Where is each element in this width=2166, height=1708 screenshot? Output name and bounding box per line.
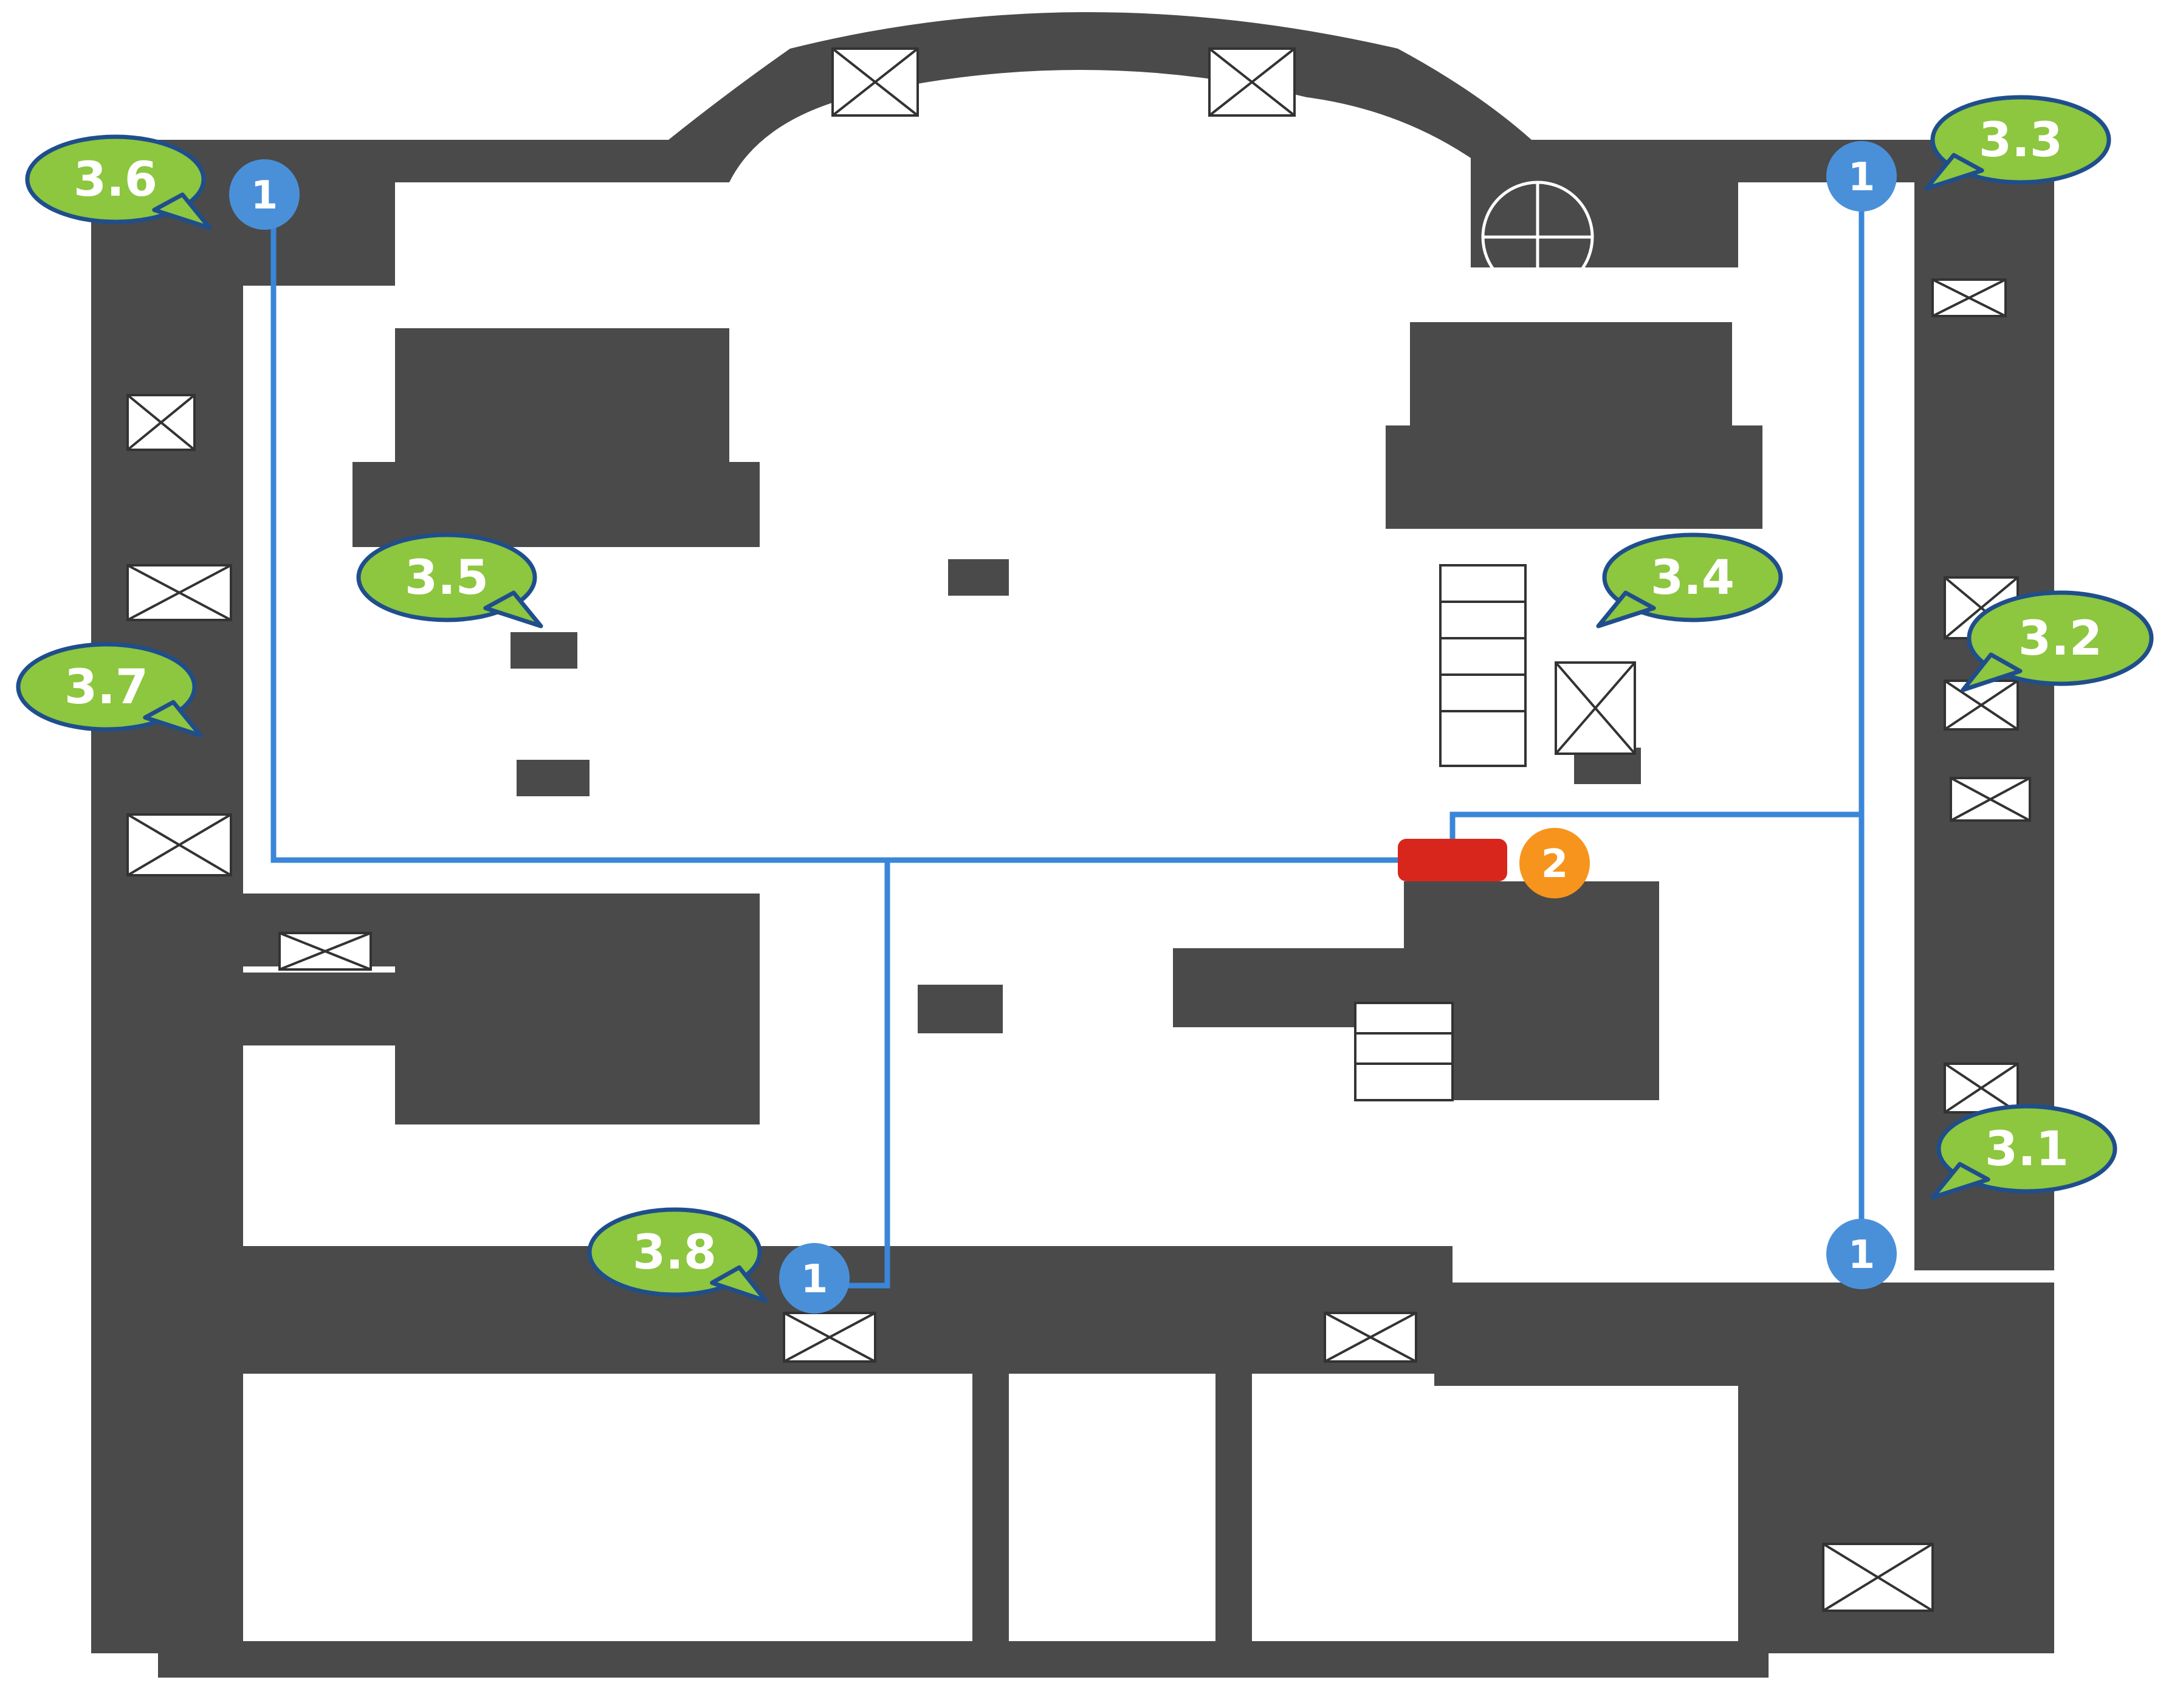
marker-m1-bottom-right: 1 <box>1826 1219 1897 1289</box>
marker-label: 2 <box>1541 842 1569 887</box>
wall-room-upper-left-b <box>352 462 760 547</box>
wall-left-wing-block <box>395 924 760 1124</box>
window-icon <box>126 813 232 876</box>
callout-3-7: 3.7 <box>16 642 203 738</box>
window-icon <box>1944 1062 2019 1114</box>
callout-label: 3.3 <box>1979 113 2063 168</box>
wall-room-upper-left <box>395 328 729 474</box>
callout-3-4: 3.4 <box>1596 532 1783 628</box>
callout-3-8: 3.8 <box>587 1207 768 1303</box>
window-icon <box>1822 1543 1934 1612</box>
marker-label: 1 <box>251 173 278 218</box>
window-icon <box>126 394 196 451</box>
callout-label: 3.4 <box>1651 551 1735 605</box>
sensor-icon <box>1398 839 1507 881</box>
pillar-left-a <box>511 632 577 669</box>
spiral-staircase-icon <box>1481 181 1594 294</box>
route-center-down <box>811 857 890 1289</box>
callout-label: 3.5 <box>405 551 489 605</box>
marker-m1-top-right: 1 <box>1826 141 1897 212</box>
callout-3-6: 3.6 <box>25 134 212 230</box>
window-icon <box>278 932 372 971</box>
callout-3-5: 3.5 <box>356 532 543 628</box>
walls <box>91 12 2054 1678</box>
callout-label: 3.6 <box>74 153 157 207</box>
callout-label: 3.8 <box>633 1225 717 1280</box>
route-left <box>270 210 1401 863</box>
callout-label: 3.1 <box>1985 1122 2069 1177</box>
staircase-icon <box>1354 1002 1454 1101</box>
route-right-branch <box>1449 811 1865 848</box>
marker-m2: 2 <box>1519 828 1590 898</box>
marker-label: 1 <box>1848 1233 1875 1278</box>
window-icon <box>1324 1312 1417 1363</box>
callout-3-1: 3.1 <box>1930 1104 2117 1200</box>
window-icon <box>831 47 919 117</box>
window-icon <box>126 564 232 621</box>
pillar-center-top <box>948 559 1009 596</box>
pillar-left-b <box>517 760 590 796</box>
wall-bottom-right <box>1434 1283 2054 1653</box>
wall-top-dome <box>194 12 1920 286</box>
window-icon <box>1950 777 2031 822</box>
window-icon <box>783 1312 876 1363</box>
wall-divider-left <box>972 1368 1009 1653</box>
window-icon <box>1944 680 2019 731</box>
wall-room-upper-right-b <box>1386 425 1762 529</box>
wall-left-wing-lower <box>219 973 395 1045</box>
wall-bottom-outer <box>158 1641 1769 1678</box>
pillar-center-mid <box>918 985 1003 1033</box>
callout-3-3: 3.3 <box>1924 95 2111 191</box>
callout-3-2: 3.2 <box>1961 590 2154 692</box>
windows <box>126 47 2031 1612</box>
window-icon <box>1931 278 2007 317</box>
markers: 1 1 1 1 2 <box>229 141 1897 1314</box>
marker-m1-top-left: 1 <box>229 159 300 230</box>
window-icon <box>1208 47 1296 117</box>
callouts: 3.1 3.2 3.3 3.4 3.5 3.6 3.7 3.8 <box>16 95 2154 1303</box>
marker-m1-bottom-center: 1 <box>779 1243 850 1314</box>
marker-label: 1 <box>801 1257 828 1302</box>
wall-divider-right <box>1215 1368 1252 1653</box>
marker-label: 1 <box>1848 155 1875 200</box>
staircase-icon <box>1439 564 1636 767</box>
callout-label: 3.2 <box>2018 611 2102 666</box>
callout-label: 3.7 <box>64 660 148 715</box>
